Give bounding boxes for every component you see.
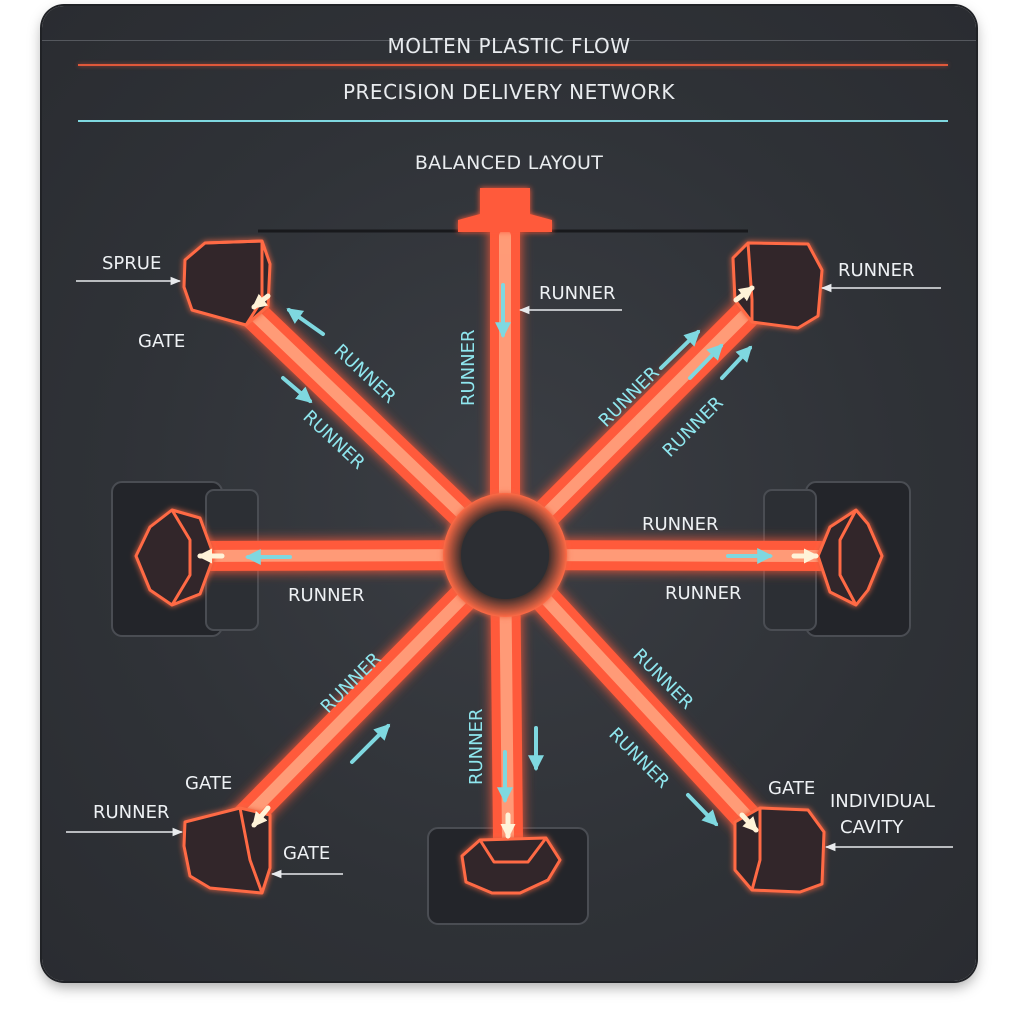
branch-label-n: RUNNER [458,330,479,407]
title-divider-red [78,64,948,66]
gate-flow-arrows [197,285,819,839]
sprue-nozzle [458,188,552,232]
cavity-top-left [182,239,272,327]
label-cavity-line2: CAVITY [840,817,904,838]
callout-labels: SPRUE GATE RUNNER RUNNER RUNNER RUNNER R… [93,253,935,864]
label-gate-bottom-right: GATE [768,778,815,799]
branch-label-s: RUNNER [466,709,487,786]
label-gate-top-left: GATE [138,331,185,352]
cavities [134,239,884,895]
label-runner-top-center: RUNNER [539,283,616,304]
cavity-left [134,508,216,607]
label-gate-bottom-left-upper: GATE [185,773,232,794]
cavity-top-right [731,241,824,330]
callout-leaders [66,276,953,879]
cavity-right [816,508,884,607]
label-runner-right-upper: RUNNER [642,514,719,535]
label-gate-bottom-left-lower: GATE [283,843,330,864]
layout-label: BALANCED LAYOUT [414,152,604,174]
label-runner-bottom-left: RUNNER [93,802,170,823]
label-runner-right-lower: RUNNER [665,583,742,604]
flow-direction-arrows [244,283,774,827]
diagram-subtitle: PRECISION DELIVERY NETWORK [342,80,676,104]
panel-header-band [42,6,976,41]
label-cavity-line1: INDIVIDUAL [830,791,935,812]
label-sprue: SPRUE [102,253,161,274]
label-runner-left: RUNNER [288,585,365,606]
title-divider-cyan [78,120,948,122]
label-runner-top-right: RUNNER [838,260,915,281]
diagram-title: MOLTEN PLASTIC FLOW [387,34,631,58]
